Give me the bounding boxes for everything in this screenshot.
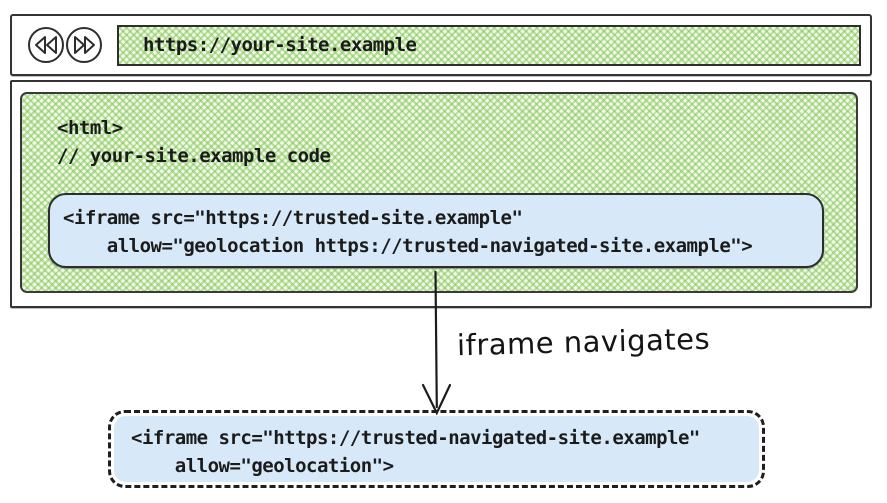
- navigated-iframe-fill: <iframe src="https://trusted-navigated-s…: [114, 416, 759, 482]
- address-url: https://your-site.example: [143, 34, 417, 56]
- arrow-label: iframe navigates: [456, 321, 711, 363]
- browser-toolbar: https://your-site.example: [10, 14, 872, 76]
- iframe-snippet-line-1: <iframe src="https://trusted-site.exampl…: [63, 207, 523, 229]
- iframe-snippet-box: <iframe src="https://trusted-site.exampl…: [48, 193, 824, 268]
- page-code-block: <html> // your-site.example code: [57, 114, 331, 170]
- browser-window: <html> // your-site.example code <iframe…: [10, 80, 872, 308]
- navigated-iframe-box: <iframe src="https://trusted-navigated-s…: [108, 410, 765, 488]
- navigated-iframe-line-1: <iframe src="https://trusted-navigated-s…: [131, 427, 700, 449]
- forward-icon[interactable]: [65, 26, 103, 64]
- page-content-area: <html> // your-site.example code <iframe…: [20, 92, 858, 293]
- navigated-iframe-line-2: allow="geolocation">: [131, 455, 394, 477]
- back-icon[interactable]: [27, 26, 65, 64]
- page-code-line-2: // your-site.example code: [57, 145, 331, 167]
- page-code-line-1: <html>: [57, 117, 123, 139]
- iframe-snippet-line-2: allow="geolocation https://trusted-navig…: [63, 235, 753, 257]
- address-bar[interactable]: https://your-site.example: [117, 24, 861, 66]
